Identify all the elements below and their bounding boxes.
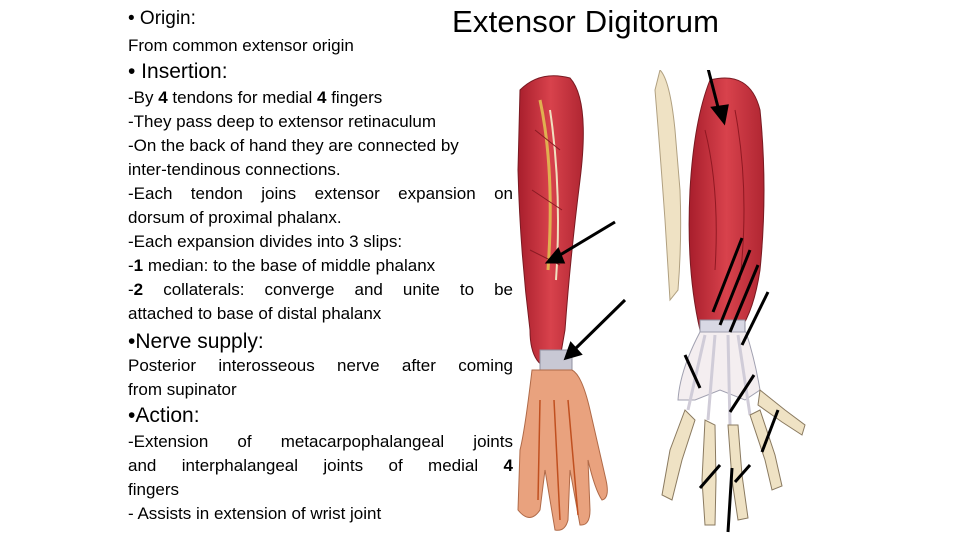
pointer-arrows [544, 70, 780, 533]
insertion-list: -By 4 tendons for medial 4 fingers -They… [128, 86, 513, 326]
arrow [706, 70, 722, 116]
arrowhead [710, 104, 729, 126]
action-line: - Assists in extension of wrist joint [128, 504, 382, 523]
insertion-line: attached to base of distal phalanx [128, 304, 382, 323]
action-list: -Extension of metacarpophalangeal joints… [128, 430, 513, 526]
arrow [726, 467, 734, 533]
insertion-line: -1 median: to the base of middle phalanx [128, 256, 436, 275]
insertion-line: -On the back of hand they are connected … [128, 136, 459, 155]
arrowhead [563, 341, 583, 361]
arrow [698, 464, 722, 489]
insertion-line: -They pass deep to extensor retinaculum [128, 112, 437, 131]
forearm-anatomy-illustration [517, 70, 806, 533]
arrow [728, 374, 756, 413]
origin-heading: • Origin: [128, 8, 196, 29]
arrow [740, 291, 770, 346]
nerve-heading: •Nerve supply: [128, 330, 264, 353]
arrow [760, 409, 780, 453]
left-forearm-figure [517, 75, 608, 531]
insertion-line: -Each tendon joins extensor expansion on [128, 184, 513, 203]
arrow [733, 464, 752, 483]
arrowhead [544, 247, 566, 264]
arrow [728, 264, 760, 333]
action-heading: •Action: [128, 404, 200, 427]
arrow [718, 249, 752, 326]
slide-title: Extensor Digitorum [452, 4, 720, 39]
insertion-line: -Each expansion divides into 3 slips: [128, 232, 403, 251]
insertion-line: dorsum of proximal phalanx. [128, 208, 342, 227]
action-line: -Extension of metacarpophalangeal joints [128, 432, 513, 451]
insertion-line: -2 collaterals: converge and unite to be [128, 280, 513, 299]
nerve-line: from supinator [128, 380, 237, 399]
arrow [711, 237, 744, 313]
insertion-heading: • Insertion: [128, 60, 228, 83]
origin-text: From common extensor origin [128, 36, 354, 55]
nerve-text: Posterior interosseous nerve after comin… [128, 354, 513, 402]
insertion-line: -By 4 tendons for medial 4 fingers [128, 88, 383, 107]
arrow [554, 220, 616, 260]
insertion-line: inter-tendinous connections. [128, 160, 341, 179]
action-line: and interphalangeal joints of medial 4 [128, 456, 513, 475]
action-line: fingers [128, 480, 180, 499]
arrow [683, 354, 702, 389]
nerve-line: Posterior interosseous nerve after comin… [128, 356, 513, 375]
arrow [570, 298, 627, 354]
